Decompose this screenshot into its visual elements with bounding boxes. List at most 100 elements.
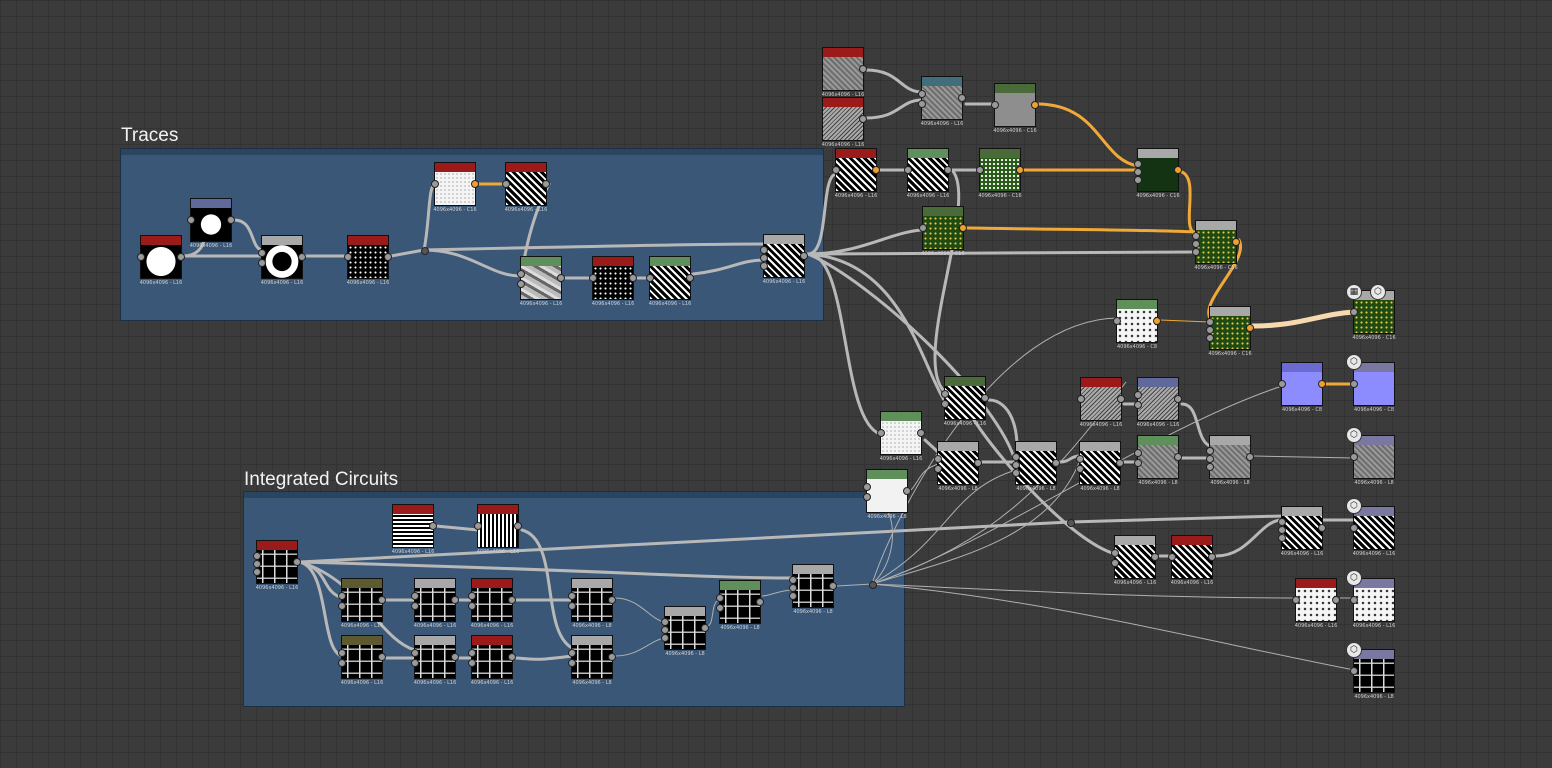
input-port[interactable] [474, 522, 482, 530]
node-header[interactable] [1296, 579, 1336, 588]
input-port[interactable] [568, 592, 576, 600]
input-port[interactable] [661, 634, 669, 642]
input-port[interactable] [716, 604, 724, 612]
node-header[interactable] [191, 199, 231, 208]
node-header[interactable] [257, 541, 297, 550]
output-port[interactable] [1318, 524, 1326, 532]
output-port[interactable] [1117, 395, 1125, 403]
graph-node[interactable]: 4096x4096 - C16 [1192, 221, 1240, 271]
input-port[interactable] [877, 429, 885, 437]
graph-node[interactable]: 4096x4096 - C16 [1134, 149, 1182, 199]
output-port[interactable] [1174, 453, 1182, 461]
graph-node[interactable]: 4096x4096 - L16 [1168, 536, 1216, 586]
graph-node[interactable]: 4096x4096 - L16 [338, 636, 386, 686]
output-port[interactable] [1174, 166, 1182, 174]
output-port[interactable] [944, 166, 952, 174]
graph-node[interactable]: 4096x4096 - L16 [137, 236, 185, 286]
input-port[interactable] [568, 602, 576, 610]
node-header[interactable] [506, 163, 546, 172]
node-header[interactable] [922, 77, 962, 86]
output-port[interactable] [514, 522, 522, 530]
input-port[interactable] [904, 166, 912, 174]
graph-node[interactable]: 4096x4096 - L16 [822, 98, 867, 148]
input-port[interactable] [1192, 240, 1200, 248]
input-port[interactable] [1134, 401, 1142, 409]
input-port[interactable] [1350, 524, 1358, 532]
node-header[interactable] [472, 636, 512, 645]
input-port[interactable] [1350, 380, 1358, 388]
node-header[interactable] [415, 579, 455, 588]
input-port[interactable] [253, 560, 261, 568]
output-port[interactable] [859, 65, 867, 73]
node-header[interactable] [262, 236, 302, 245]
node-header[interactable] [1282, 507, 1322, 516]
input-port[interactable] [1278, 534, 1286, 542]
graph-node[interactable]: 4096x4096 - C8 [1113, 300, 1161, 350]
cube-icon[interactable]: ⬡ [1370, 284, 1386, 300]
node-header[interactable] [1196, 221, 1236, 230]
graph-node[interactable]: 4096x4096 - L16 [1077, 378, 1125, 428]
graph-node[interactable]: 4096x4096 - L16 [253, 541, 301, 591]
input-port[interactable] [1012, 469, 1020, 477]
output-port[interactable] [227, 216, 235, 224]
input-port[interactable] [468, 592, 476, 600]
graph-node[interactable]: 4096x4096 - L16 [918, 77, 966, 127]
graph-node[interactable]: 4096x4096 - L16 [832, 149, 880, 199]
input-port[interactable] [589, 274, 597, 282]
input-port[interactable] [1077, 395, 1085, 403]
node-header[interactable] [867, 470, 907, 479]
input-port[interactable] [661, 626, 669, 634]
node-header[interactable] [415, 636, 455, 645]
graph-node[interactable]: 4096x4096 - C8 [1350, 363, 1394, 413]
input-port[interactable] [411, 602, 419, 610]
node-header[interactable] [572, 636, 612, 645]
input-port[interactable] [1111, 549, 1119, 557]
node-header[interactable] [472, 579, 512, 588]
output-port[interactable] [451, 653, 459, 661]
output-port[interactable] [756, 598, 764, 606]
graph-node[interactable]: 4096x4096 - L16 [258, 236, 306, 286]
reroute-dot[interactable] [869, 581, 877, 589]
input-port[interactable] [338, 602, 346, 610]
node-header[interactable] [823, 98, 863, 107]
graph-node[interactable]: 4096x4096 - L8 [1206, 436, 1254, 486]
graph-node[interactable]: 4096x4096 - L16 [517, 257, 565, 307]
output-port[interactable] [608, 653, 616, 661]
node-header[interactable] [1138, 378, 1178, 387]
output-port[interactable] [471, 180, 479, 188]
frame-header[interactable] [244, 492, 904, 498]
output-port[interactable] [872, 166, 880, 174]
node-header[interactable] [945, 377, 985, 386]
output-port[interactable] [859, 115, 867, 123]
output-port[interactable] [917, 429, 925, 437]
input-port[interactable] [411, 659, 419, 667]
output-port[interactable] [451, 596, 459, 604]
graph-node[interactable]: 4096x4096 - L16 [411, 636, 459, 686]
input-port[interactable] [1350, 596, 1358, 604]
graph-node[interactable]: 4096x4096 - L16 [760, 235, 808, 285]
input-port[interactable] [258, 259, 266, 267]
node-header[interactable] [1115, 536, 1155, 545]
graph-node[interactable]: 4096x4096 - L16 [468, 579, 516, 629]
output-port[interactable] [1208, 553, 1216, 561]
node-header[interactable] [1138, 149, 1178, 158]
node-header[interactable] [1354, 436, 1394, 445]
node-header[interactable] [1354, 650, 1394, 659]
reroute-dot[interactable] [1067, 519, 1075, 527]
input-port[interactable] [760, 254, 768, 262]
input-port[interactable] [789, 592, 797, 600]
node-header[interactable] [980, 149, 1020, 158]
input-port[interactable] [411, 649, 419, 657]
node-header[interactable] [1080, 442, 1120, 451]
node-header[interactable] [393, 505, 433, 514]
output-port[interactable] [378, 653, 386, 661]
output-port[interactable] [1174, 395, 1182, 403]
cube-icon[interactable]: ⬡ [1346, 570, 1362, 586]
graph-node[interactable]: 4096x4096 - L16 [474, 505, 522, 555]
graph-node[interactable]: 4096x4096 - L16 [646, 257, 694, 307]
input-port[interactable] [344, 253, 352, 261]
graph-node[interactable]: 4096x4096 - C16 [919, 207, 967, 257]
output-port[interactable] [508, 653, 516, 661]
graph-node[interactable]: 4096x4096 - L16 [1278, 507, 1326, 557]
output-port[interactable] [557, 274, 565, 282]
